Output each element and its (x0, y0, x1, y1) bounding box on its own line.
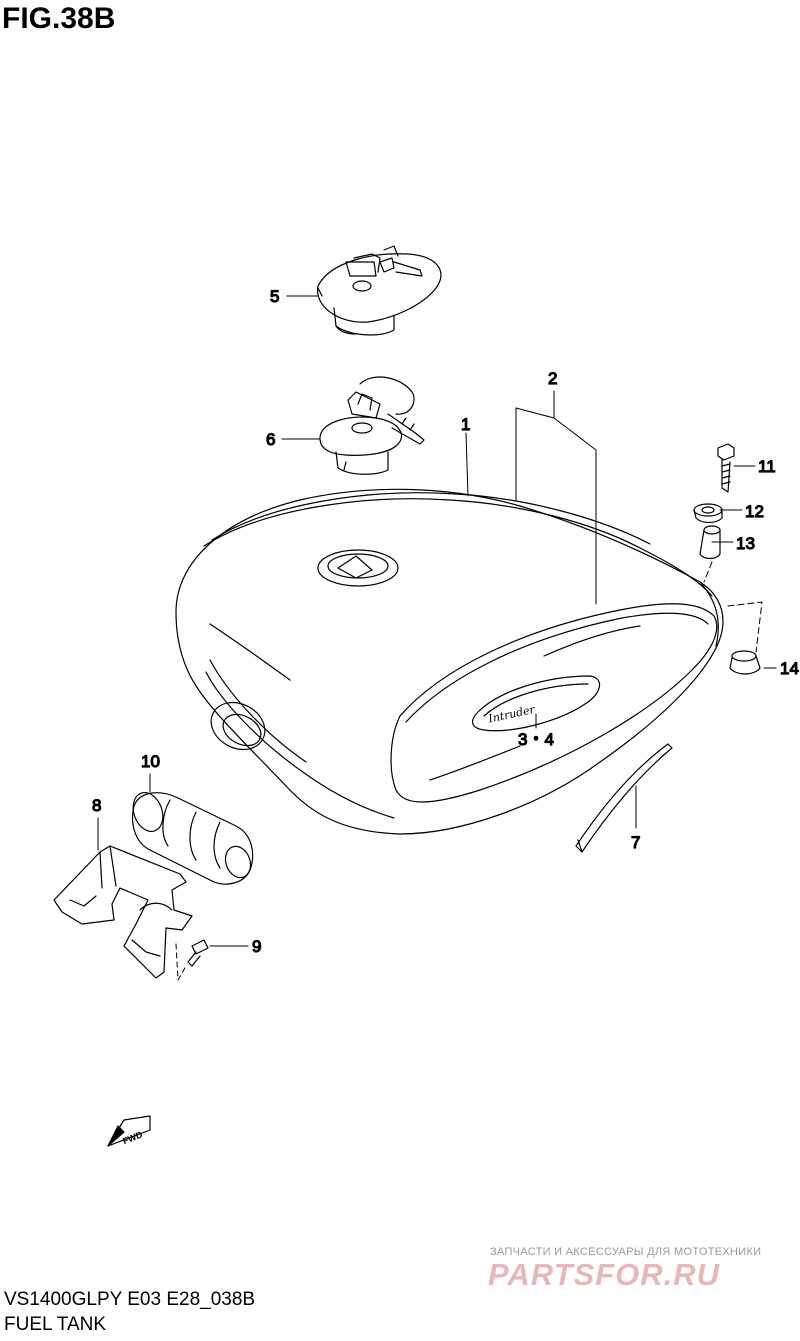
callout-10: 10 (141, 752, 160, 771)
leader-lines (97, 295, 777, 981)
fuel-cap-part-6[interactable] (319, 376, 425, 475)
callout-2: 2 (548, 369, 557, 388)
spacer-part-13[interactable] (699, 525, 721, 560)
emblem-text: Intruder (486, 703, 536, 726)
callout-12: 12 (745, 502, 764, 521)
fuel-cap-part-5[interactable] (317, 245, 442, 336)
bracket-part-8[interactable] (53, 845, 193, 979)
bolt-part-11[interactable] (717, 443, 735, 493)
cushion-part-10[interactable] (128, 788, 255, 885)
bolt-part-9[interactable] (187, 939, 209, 967)
model-code: VS1400GLPY E03 E28_038B (4, 1289, 256, 1310)
callout-8: 8 (92, 796, 101, 815)
watermark-tagline: ЗАПЧАСТИ И АКСЕССУАРЫ ДЛЯ МОТОТЕХНИКИ (490, 1246, 762, 1258)
grommet-part-14[interactable] (729, 650, 761, 675)
callout-3-4: 3・4 (518, 730, 554, 749)
callout-6: 6 (266, 430, 275, 449)
section-name: FUEL TANK (4, 1314, 107, 1335)
forward-direction-marker: FWD (107, 1115, 151, 1147)
callout-5: 5 (270, 287, 279, 306)
callout-13: 13 (736, 534, 755, 553)
callout-11: 11 (758, 457, 776, 476)
fuel-tank-part-1[interactable] (175, 488, 724, 835)
callout-1: 1 (461, 415, 470, 434)
callout-9: 9 (252, 937, 261, 956)
washer-part-12[interactable] (693, 503, 723, 524)
figure-title: FIG.38B (2, 2, 116, 35)
watermark-logo: PARTSFOR.RU (488, 1257, 721, 1292)
callout-14: 14 (780, 659, 799, 678)
trim-strip-part-7[interactable] (575, 743, 673, 853)
callout-7: 7 (631, 833, 640, 852)
